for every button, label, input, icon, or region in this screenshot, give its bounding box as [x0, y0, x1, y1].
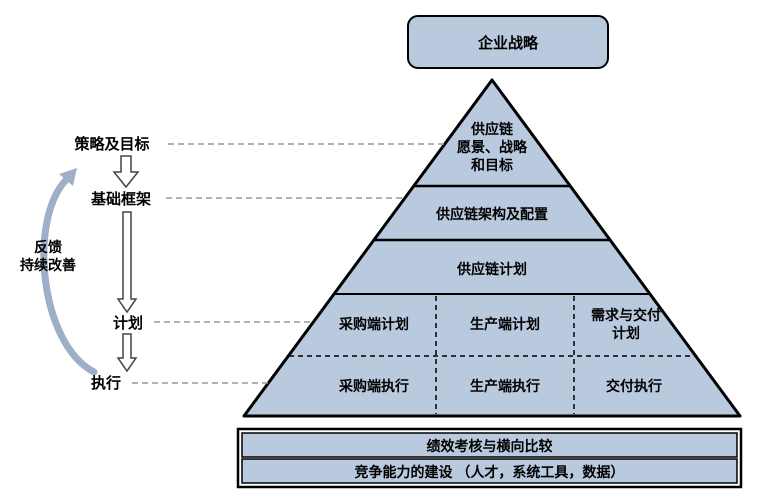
pyramid-shape — [242, 78, 742, 418]
performance-bar-shape — [241, 432, 738, 458]
pyramid-level-architecture-label: 供应链架构及配置 — [436, 206, 548, 222]
feedback-curve-arrow-icon — [40, 176, 98, 376]
pyramid-level-vision-label: 供应链 愿景、战略 和目标 — [457, 121, 527, 174]
pyramid-level-plan-label: 供应链计划 — [457, 261, 527, 277]
down-arrow-icon — [116, 211, 138, 314]
enterprise-strategy-label: 企业战略 — [477, 35, 538, 52]
cell-delivery-exec: 交付执行 — [606, 378, 662, 394]
capability-bar-label: 竞争能力的建设 （人才，系统工具，数据） — [354, 464, 625, 480]
cell-procurement-exec: 采购端执行 — [339, 378, 409, 394]
cell-production-exec: 生产端执行 — [470, 378, 540, 394]
capability-bar-shape — [241, 458, 738, 484]
left-label-strategy: 策略及目标 — [74, 136, 150, 153]
down-arrow-icon — [112, 155, 140, 189]
left-label-framework: 基础框架 — [90, 191, 151, 208]
feedback-arrowhead-icon — [59, 168, 77, 186]
cell-production-plan: 生产端计划 — [470, 316, 540, 332]
performance-bar-label: 绩效考核与横向比较 — [426, 438, 553, 454]
cell-procurement-plan: 采购端计划 — [339, 316, 409, 332]
down-arrow-icon — [116, 333, 138, 373]
cell-demand-delivery-plan: 需求与交付 计划 — [591, 307, 661, 342]
enterprise-strategy-box-shape — [407, 15, 609, 69]
left-label-feedback: 反馈 持续改善 — [20, 239, 76, 274]
left-label-execute: 执行 — [90, 375, 121, 392]
left-label-plan: 计划 — [112, 315, 143, 332]
